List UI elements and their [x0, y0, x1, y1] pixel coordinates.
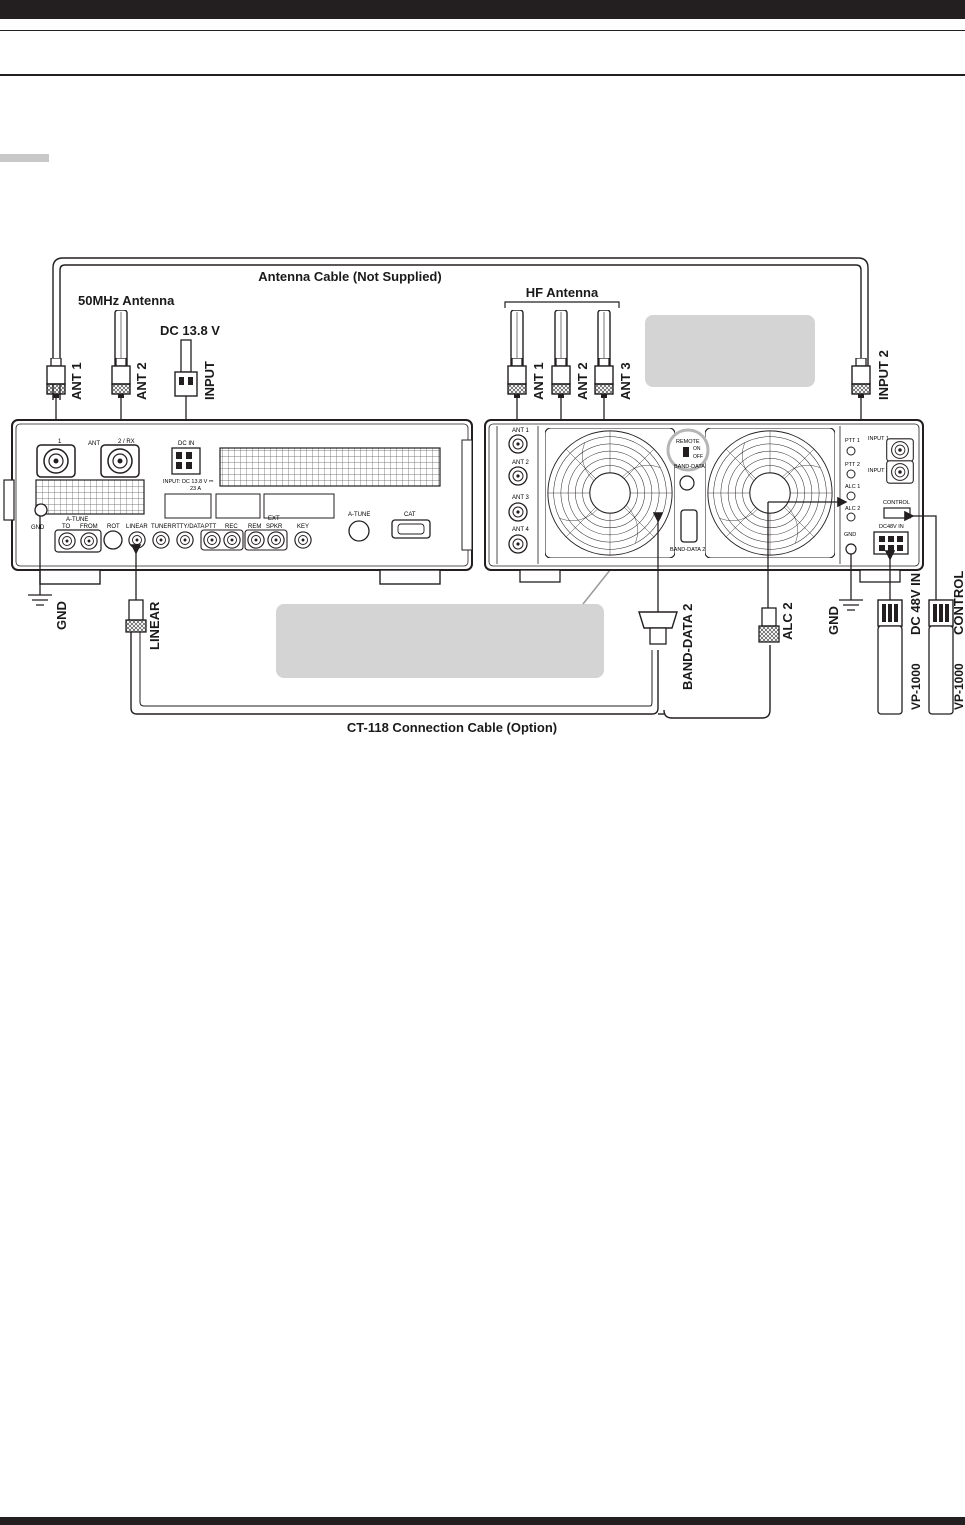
- v-label-input2: INPUT 2: [876, 350, 891, 400]
- v-label-hf-ant2: ANT 2: [575, 362, 590, 400]
- panel-on: ON: [693, 446, 701, 452]
- v-label-dc48: DC 48V IN: [908, 573, 923, 635]
- panel-control: CONTROL: [883, 500, 910, 506]
- section-marker: [0, 154, 49, 162]
- v-label-gnd-right: GND: [826, 606, 841, 635]
- panel-ant-1: 1: [58, 439, 62, 445]
- v-label-hf-ant3: ANT 3: [618, 362, 633, 400]
- label-antenna-cable: Antenna Cable (Not Supplied): [258, 269, 441, 284]
- panel-ptt: PTT: [205, 524, 217, 530]
- panel-amp-gnd: GND: [844, 532, 856, 538]
- panel-input1: INPUT 1: [868, 436, 889, 442]
- v-label-band-data2: BAND-DATA 2: [680, 604, 695, 690]
- panel-dc-rating: INPUT: DC 13.8 V ⎓: [163, 479, 214, 485]
- v-label-ant2-left: ANT 2: [134, 362, 149, 400]
- v-label-linear: LINEAR: [147, 601, 162, 650]
- label-dc-supply: DC 13.8 V: [160, 323, 220, 338]
- panel-ant: ANT: [88, 441, 100, 447]
- panel-gnd: GND: [31, 525, 45, 531]
- header-rule-bottom: [0, 74, 965, 76]
- transceiver-rear-panel: ANT 1 2 / RX DC IN INPUT: DC 13.8 V ⎓ 23…: [3, 419, 473, 585]
- panel-alc2: ALC 2: [845, 506, 860, 512]
- amplifier-rear-panel: ANT 1 ANT 2 ANT 3 ANT 4 REMOTE ON OFF BA…: [484, 419, 924, 583]
- panel-from: FROM: [80, 524, 98, 530]
- panel-key: KEY: [297, 524, 309, 530]
- panel-to: TO: [62, 524, 71, 530]
- panel-linear: LINEAR: [126, 524, 148, 530]
- header-rule-top: [0, 30, 965, 31]
- v-label-hf-ant1: ANT 1: [531, 362, 546, 400]
- panel-ant-2rx: 2 / RX: [118, 439, 135, 445]
- v-label-input: INPUT: [202, 361, 217, 400]
- panel-cat: CAT: [404, 512, 416, 518]
- bottom-bar: [0, 1517, 965, 1525]
- panel-dc-amps: 23 A: [190, 486, 201, 492]
- v-label-ant1-left: ANT 1: [69, 362, 84, 400]
- panel-ptt1: PTT 1: [845, 438, 860, 444]
- panel-amp-ant3: ANT 3: [512, 495, 530, 501]
- v-label-alc2: ALC 2: [780, 602, 795, 640]
- panel-amp-ant1: ANT 1: [512, 428, 530, 434]
- panel-rec: REC: [225, 524, 238, 530]
- panel-rtty: RTTY/DATA: [172, 524, 204, 530]
- label-hf-antenna: HF Antenna: [526, 285, 599, 300]
- v-label-vp1000-a: VP-1000: [909, 663, 923, 710]
- connection-diagram: Antenna Cable (Not Supplied) 50MHz Anten…: [3, 257, 965, 735]
- v-label-vp1000-b: VP-1000: [952, 663, 965, 710]
- panel-atune: A-TUNE: [66, 517, 88, 523]
- panel-spkr: SPKR: [266, 524, 283, 530]
- panel-dc48: DC48V IN: [879, 524, 904, 530]
- panel-amp-ant2: ANT 2: [512, 460, 530, 466]
- panel-atune2: A-TUNE: [348, 512, 370, 518]
- top-bar: [0, 0, 965, 19]
- panel-amp-ant4: ANT 4: [512, 527, 530, 533]
- panel-ext: EXT: [268, 516, 280, 522]
- label-ct118-cable: CT-118 Connection Cable (Option): [347, 720, 557, 735]
- panel-rem: REM: [248, 524, 261, 530]
- panel-band-data2: BAND-DATA 2: [670, 547, 705, 553]
- panel-off: OFF: [693, 454, 703, 460]
- panel-band-data: BAND-DATA: [674, 464, 705, 470]
- panel-input2: INPUT 2: [868, 468, 889, 474]
- panel-ptt2: PTT 2: [845, 462, 860, 468]
- label-50mhz-antenna: 50MHz Antenna: [78, 293, 175, 308]
- callout-upper: [645, 315, 815, 387]
- panel-rot: ROT: [107, 524, 120, 530]
- v-label-gnd-left: GND: [54, 601, 69, 630]
- callout-lower: [276, 604, 604, 678]
- panel-dc-in: DC IN: [178, 441, 194, 447]
- panel-remote: REMOTE: [676, 439, 700, 445]
- v-label-control: CONTROL: [951, 571, 965, 635]
- panel-tuner: TUNER: [151, 524, 172, 530]
- panel-alc1: ALC 1: [845, 484, 860, 490]
